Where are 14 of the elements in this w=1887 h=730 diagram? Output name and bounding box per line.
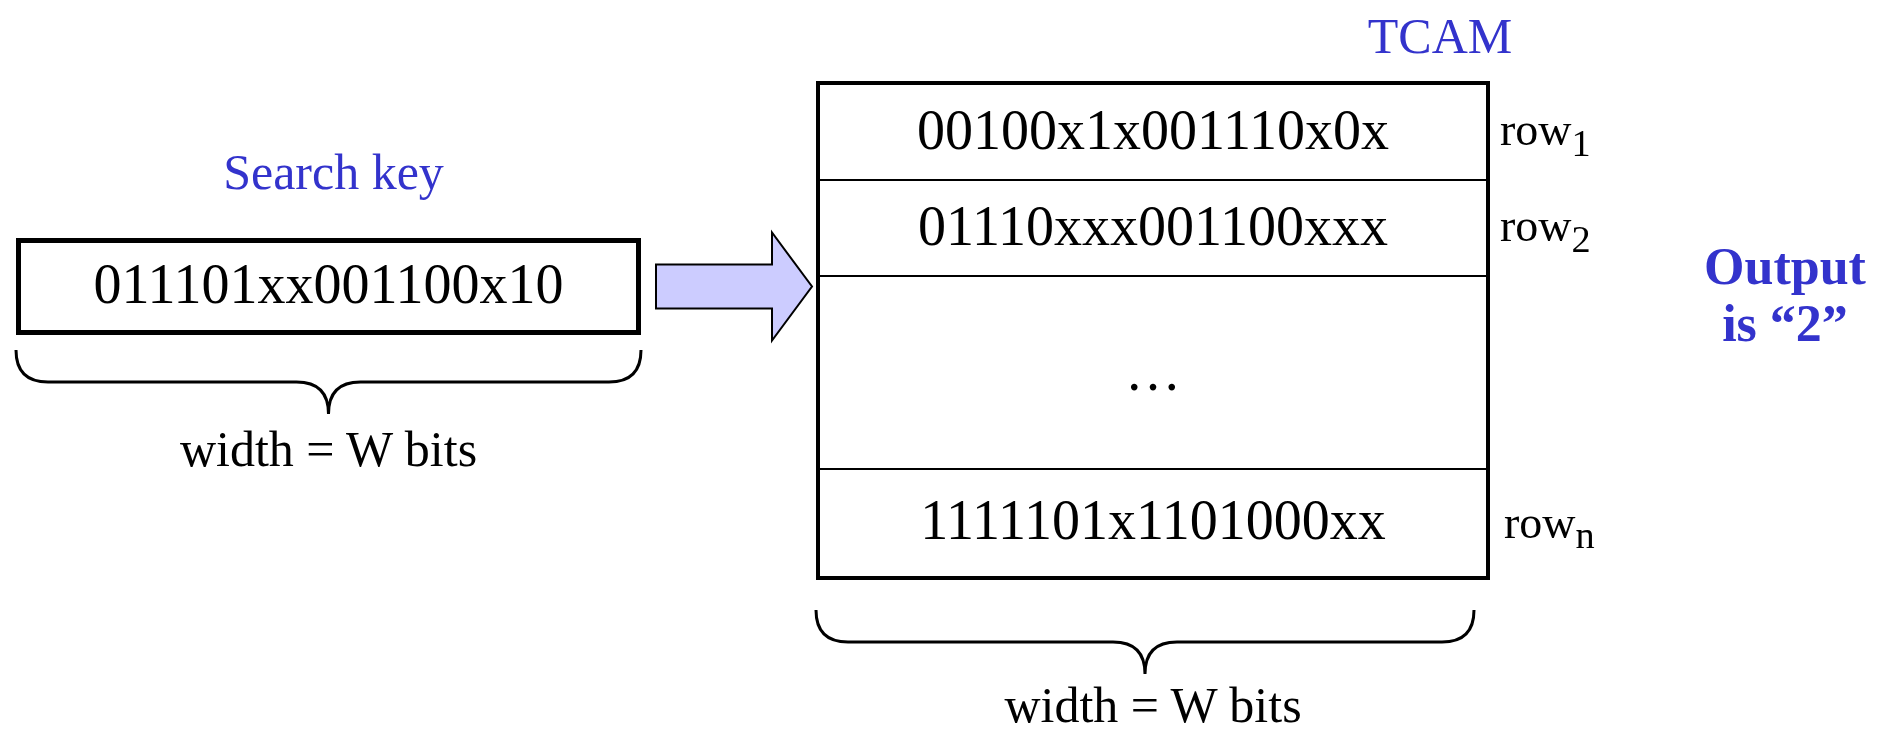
bit-pattern: …	[1124, 342, 1182, 399]
bit-pattern: 01110xxx001100xxx	[917, 198, 1389, 254]
row-label: row$_{2}$	[1500, 203, 1591, 258]
search-key-value: 011101xx001100x10	[92, 255, 565, 312]
block-arrow	[655, 229, 814, 344]
bit-pattern: 1111101x1101000xx	[919, 492, 1387, 548]
table-title: TCAM	[1366, 7, 1514, 65]
bit-pattern: 00100x1x001110x0x	[916, 102, 1390, 158]
width-label: width = W bits	[178, 422, 479, 477]
width-label: width = W bits	[1003, 678, 1303, 730]
row-label: row$_{1}$	[1500, 107, 1591, 162]
row-label: row$_{n}$	[1504, 498, 1596, 557]
key-title: Search key	[222, 143, 445, 201]
output-note: Output is “2”	[1703, 238, 1867, 353]
